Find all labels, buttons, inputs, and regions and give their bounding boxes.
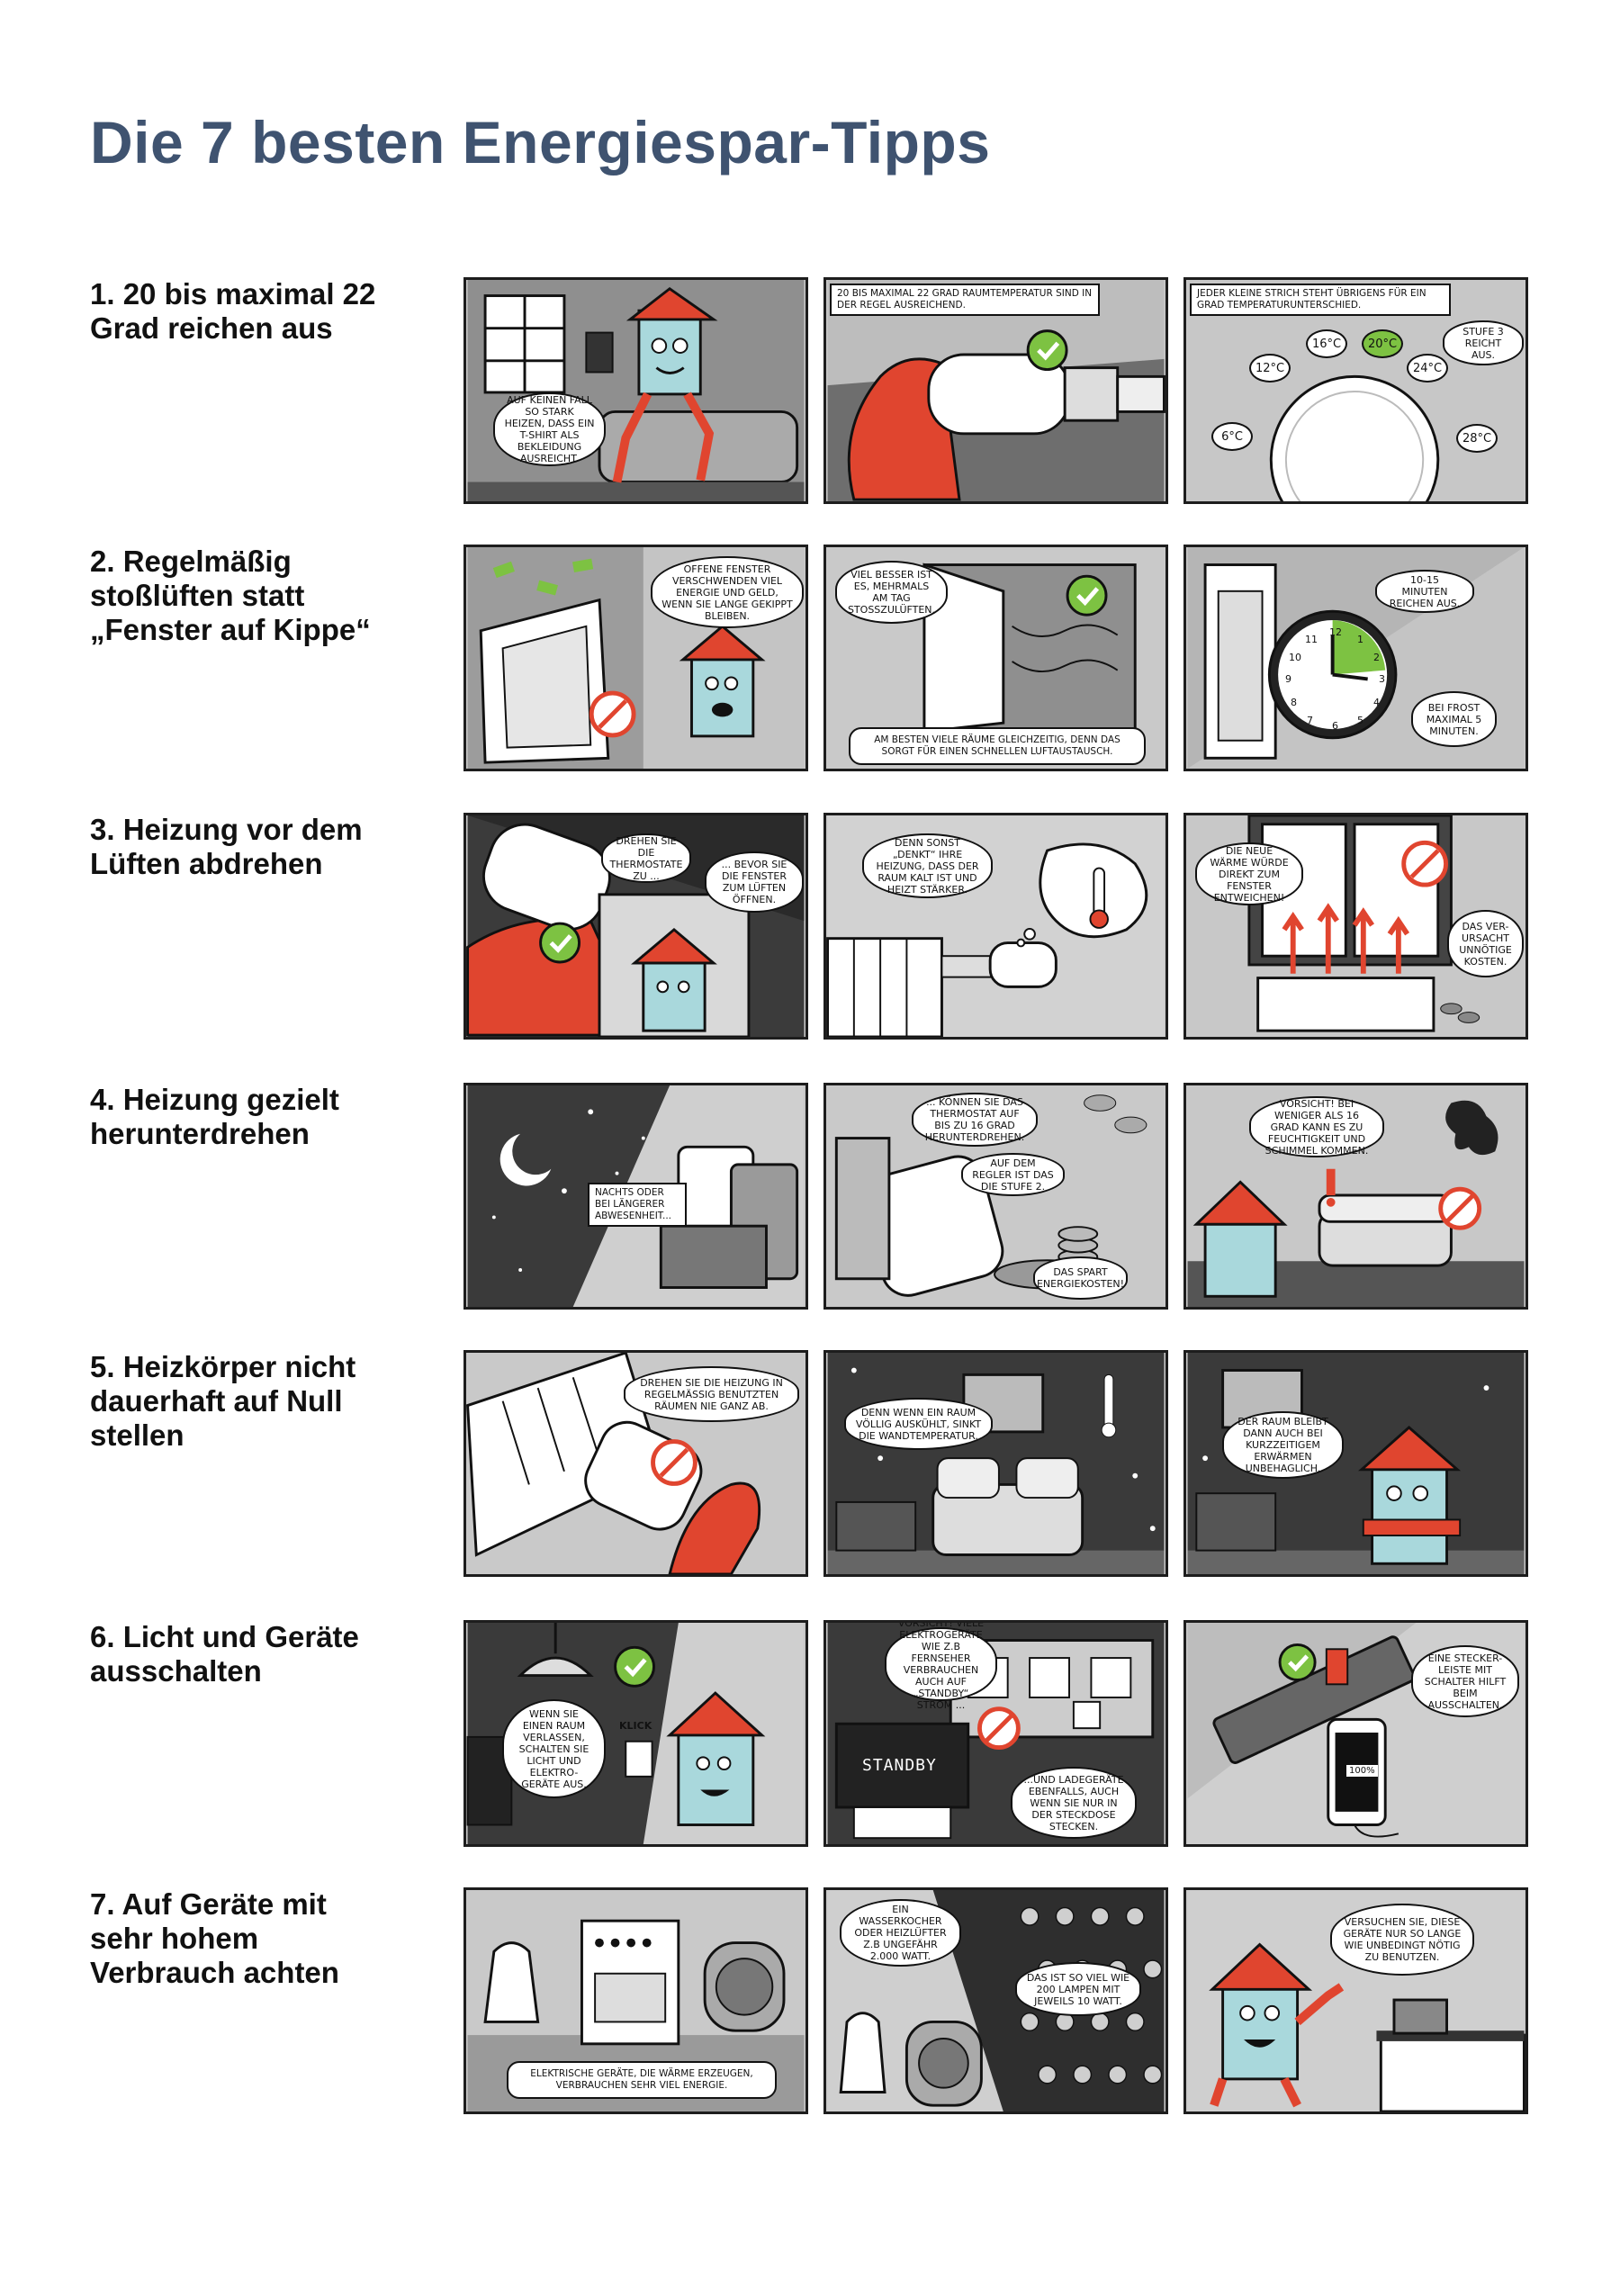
open-window-illustration <box>827 547 1165 769</box>
caption-box: NACHTS ODER BEI LÄNGERER ABWESENHEIT... <box>588 1183 687 1227</box>
caption-box: 20 BIS MAXIMAL 22 GRAD RAUMTEMPERATUR SI… <box>830 284 1100 316</box>
speech-bubble: BEI FROST MAXIMAL 5 MINUTEN. <box>1411 691 1497 747</box>
caption-box: ELEKTRISCHE GERÄTE, DIE WÄRME ERZEUGEN, … <box>507 2061 777 2099</box>
speech-bubble: DENN SONST „DENKT“ IHRE HEIZUNG, DASS DE… <box>862 833 993 898</box>
tip-row-3: 3. Heizung vor dem Lüften abdrehen DREHE… <box>0 813 1620 1040</box>
speech-bubble: AUF KEINEN FALL SO STARK HEIZEN, DASS EI… <box>493 392 606 466</box>
clock-number: 8 <box>1291 697 1297 708</box>
comic-panel: EIN WASSERKOCHER ODER HEIZLÜFTER Z.B UNG… <box>824 1887 1168 2114</box>
caption-box: JEDER KLEINE STRICH STEHT ÜBRIGENS FÜR E… <box>1190 284 1451 316</box>
cold-living-room-illustration <box>827 1353 1165 1574</box>
comic-panel: DER RAUM BLEIBT DANN AUCH BEI KURZZEITIG… <box>1184 1350 1528 1577</box>
temperature-label: 24°C <box>1407 354 1448 383</box>
speech-bubble: DREHEN SIE DIE HEIZUNG IN REGELMÄSSIG BE… <box>624 1366 799 1422</box>
tv-screen-label: STANDBY <box>862 1756 937 1775</box>
tip-label: 6. Licht und Geräte ausschalten <box>90 1620 359 1688</box>
speech-bubble: OFFENE FENSTER VERSCHWENDEN VIEL ENERGIE… <box>651 556 804 628</box>
speech-bubble: ...UND LADEGERÄTE EBENFALLS, AUCH WENN S… <box>1011 1767 1137 1839</box>
clock-number: 9 <box>1285 673 1292 685</box>
clock-number: 5 <box>1357 715 1364 726</box>
temperature-label: 20°C <box>1362 329 1403 358</box>
speech-bubble: VORSICHT! BEI WENIGER ALS 16 GRAD KANN E… <box>1249 1096 1384 1157</box>
clock-number: 6 <box>1332 720 1338 732</box>
comic-panel: WENN SIE EINEN RAUM VERLASSEN, SCHALTEN … <box>464 1620 808 1847</box>
speech-bubble: ... KÖNNEN SIE DAS THERMOSTAT AUF BIS ZU… <box>912 1093 1038 1147</box>
comic-panel: ... KÖNNEN SIE DAS THERMOSTAT AUF BIS ZU… <box>824 1083 1168 1310</box>
tip-row-6: 6. Licht und Geräte ausschalten WENN SIE… <box>0 1620 1620 1847</box>
speech-bubble: DIE NEUE WÄRME WÜRDE DIREKT ZUM FENSTER … <box>1195 842 1303 905</box>
tilted-window-illustration <box>467 547 805 769</box>
tip-label: 2. Regelmäßig stoßlüften statt „Fenster … <box>90 545 371 646</box>
comic-panel: DENN WENN EIN RAUM VÖLLIG AUSKÜHLT, SINK… <box>824 1350 1168 1577</box>
speech-bubble: DENN WENN EIN RAUM VÖLLIG AUSKÜHLT, SINK… <box>844 1398 993 1450</box>
comic-panel: EINE STECKER-LEISTE MIT SCHALTER HILFT B… <box>1184 1620 1528 1847</box>
comic-panel: DREHEN SIE DIE THERMOSTATE ZU ... ... BE… <box>464 813 808 1040</box>
comic-panel: VIEL BESSER IST ES, MEHRMALS AM TAG STOS… <box>824 545 1168 771</box>
temperature-label: 6°C <box>1211 422 1253 451</box>
tip-row-4: 4. Heizung gezielt herunterdrehen NACHTS… <box>0 1083 1620 1310</box>
page-title: Die 7 besten Energiespar-Tipps <box>90 109 991 176</box>
speech-bubble: WENN SIE EINEN RAUM VERLASSEN, SCHALTEN … <box>502 1699 606 1798</box>
clock-number: 4 <box>1373 697 1380 708</box>
speech-bubble: EIN WASSERKOCHER ODER HEIZLÜFTER Z.B UNG… <box>840 1899 961 1967</box>
tip-row-7: 7. Auf Geräte mit sehr hohem Verbrauch a… <box>0 1887 1620 2114</box>
clock-number: 7 <box>1307 715 1313 726</box>
comic-panel: JEDER KLEINE STRICH STEHT ÜBRIGENS FÜR E… <box>1184 277 1528 504</box>
tip-label: 3. Heizung vor dem Lüften abdrehen <box>90 813 363 880</box>
speech-bubble: AUF DEM REGLER IST DAS DIE STUFE 2. <box>961 1153 1065 1196</box>
speech-bubble: DAS VER-URSACHT UNNÖTIGE KOSTEN. <box>1447 910 1524 977</box>
tip-label: 4. Heizung gezielt herunterdrehen <box>90 1083 339 1150</box>
comic-panel: OFFENE FENSTER VERSCHWENDEN VIEL ENERGIE… <box>464 545 808 771</box>
comic-panel: VORSICHT! VIELE ELEKTROGERÄTE WIE Z.B FE… <box>824 1620 1168 1847</box>
speech-bubble: DAS IST SO VIEL WIE 200 LAMPEN MIT JEWEI… <box>1015 1962 1141 2016</box>
mold-couch-illustration <box>1187 1085 1525 1307</box>
thermostat-hand-illustration <box>827 280 1166 501</box>
temperature-label: 12°C <box>1249 354 1291 383</box>
tip-label: 1. 20 bis maximal 22 Grad reichen aus <box>90 277 376 345</box>
comic-panel: VORSICHT! BEI WENIGER ALS 16 GRAD KANN E… <box>1184 1083 1528 1310</box>
temperature-label: 28°C <box>1456 424 1498 453</box>
comic-panel: DREHEN SIE DIE HEIZUNG IN REGELMÄSSIG BE… <box>464 1350 808 1577</box>
clock-number: 11 <box>1305 634 1318 645</box>
comic-panel: NACHTS ODER BEI LÄNGERER ABWESENHEIT... <box>464 1083 808 1310</box>
tip-label: 5. Heizkörper nicht dauerhaft auf Null s… <box>90 1350 356 1452</box>
comic-panel: 10-15 MINUTEN REICHEN AUS. BEI FROST MAX… <box>1184 545 1528 771</box>
click-sound-label: KLICK <box>619 1720 652 1732</box>
clock-number: 2 <box>1373 652 1380 663</box>
thermostat-dial-illustration <box>1187 280 1525 501</box>
speech-bubble: STUFE 3 REICHT AUS. <box>1443 320 1524 365</box>
speech-bubble: VORSICHT! VIELE ELEKTROGERÄTE WIE Z.B FE… <box>885 1623 997 1711</box>
comic-panel: ELEKTRISCHE GERÄTE, DIE WÄRME ERZEUGEN, … <box>464 1887 808 2114</box>
comic-panel: DIE NEUE WÄRME WÜRDE DIREKT ZUM FENSTER … <box>1184 813 1528 1040</box>
clock-number: 12 <box>1329 626 1342 638</box>
house-on-couch-illustration <box>467 280 805 501</box>
comic-panel: AUF KEINEN FALL SO STARK HEIZEN, DASS EI… <box>464 277 808 504</box>
tip-row-1: 1. 20 bis maximal 22 Grad reichen aus AU… <box>0 277 1620 504</box>
clock-number: 10 <box>1289 652 1301 663</box>
speech-bubble: DER RAUM BLEIBT DANN AUCH BEI KURZZEITIG… <box>1222 1411 1344 1479</box>
clock-number: 1 <box>1357 634 1364 645</box>
comic-panel: DENN SONST „DENKT“ IHRE HEIZUNG, DASS DE… <box>824 813 1168 1040</box>
speech-bubble: VERSUCHEN SIE, DIESE GERÄTE NUR SO LANGE… <box>1330 1904 1474 1976</box>
speech-bubble: EINE STECKER-LEISTE MIT SCHALTER HILFT B… <box>1411 1645 1519 1717</box>
tip-row-2: 2. Regelmäßig stoßlüften statt „Fenster … <box>0 545 1620 771</box>
tip-label: 7. Auf Geräte mit sehr hohem Verbrauch a… <box>90 1887 339 1989</box>
thermostat-window-house-illustration <box>466 815 805 1037</box>
speech-bubble: DAS SPART ENERGIEKOSTEN! <box>1033 1256 1128 1300</box>
battery-level-label: 100% <box>1346 1765 1378 1777</box>
comic-panel: 20 BIS MAXIMAL 22 GRAD RAUMTEMPERATUR SI… <box>824 277 1168 504</box>
temperature-label: 16°C <box>1306 329 1347 358</box>
speech-bubble: 10-15 MINUTEN REICHEN AUS. <box>1375 570 1474 613</box>
speech-bubble: VIEL BESSER IST ES, MEHRMALS AM TAG STOS… <box>835 561 948 624</box>
caption-box: AM BESTEN VIELE RÄUME GLEICHZEITIG, DENN… <box>849 727 1146 765</box>
speech-bubble: ... BEVOR SIE DIE FENSTER ZUM LÜFTEN ÖFF… <box>705 851 804 913</box>
tip-row-5: 5. Heizkörper nicht dauerhaft auf Null s… <box>0 1350 1620 1577</box>
speech-bubble: DREHEN SIE DIE THERMOSTATE ZU ... <box>601 833 691 883</box>
comic-panel: VERSUCHEN SIE, DIESE GERÄTE NUR SO LANGE… <box>1184 1887 1528 2114</box>
clock-number: 3 <box>1379 673 1385 685</box>
